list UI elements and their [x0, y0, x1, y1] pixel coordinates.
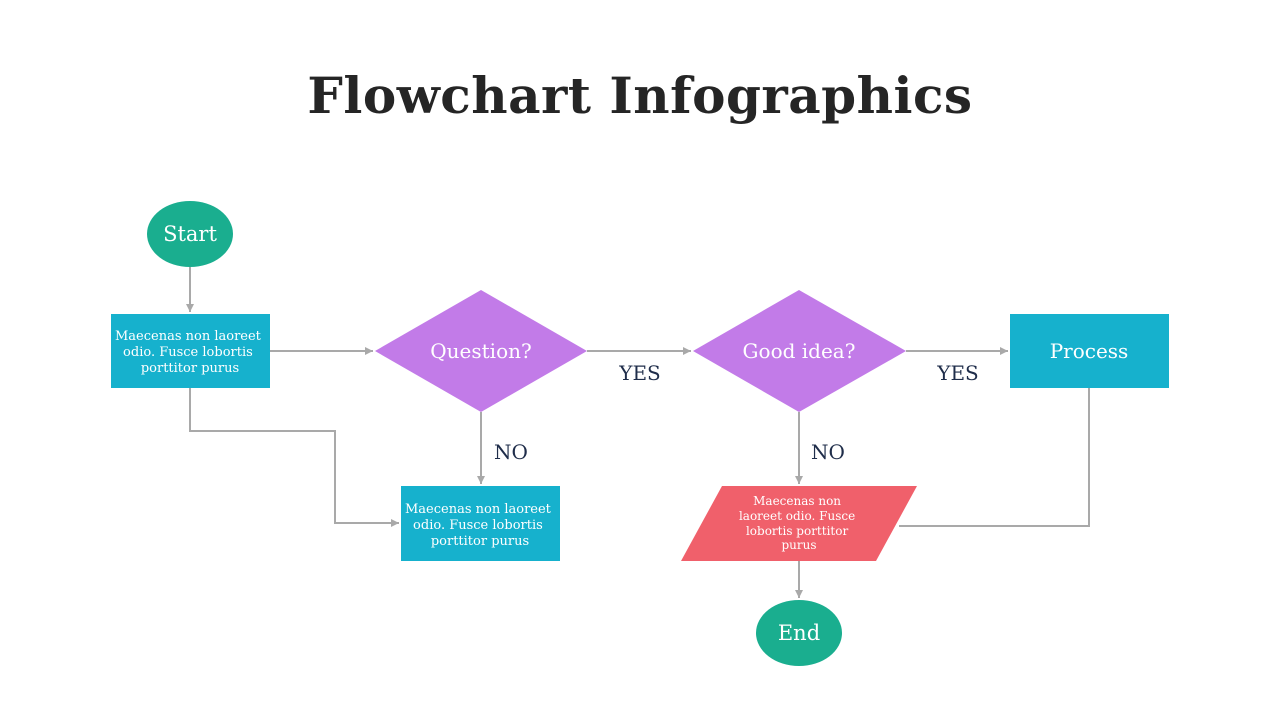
question-label: Question?	[430, 339, 531, 363]
io-parallelogram	[681, 486, 917, 561]
good-idea-yes-label: YES	[936, 361, 979, 385]
step1-text: Maecenas non laoreet odio. Fusce loborti…	[115, 329, 265, 376]
question-no-label: NO	[494, 440, 528, 464]
step2-node: Maecenas non laoreet odio. Fusce loborti…	[401, 486, 560, 561]
question-diamond	[375, 290, 587, 412]
io-text: Maecenas non laoreet odio. Fusce loborti…	[739, 494, 859, 552]
step1-line: odio. Fusce lobortis	[123, 345, 253, 360]
io-line: lobortis porttitor	[746, 524, 849, 538]
io-line: Maecenas non	[753, 494, 841, 508]
process-box	[1010, 314, 1169, 388]
good-idea-node: Good idea?	[693, 290, 906, 412]
step1-line: porttitor purus	[141, 361, 239, 376]
end-ellipse	[756, 600, 842, 666]
step1-node: Maecenas non laoreet odio. Fusce loborti…	[111, 314, 270, 388]
step1-line: Maecenas non laoreet	[115, 329, 262, 344]
good-idea-label: Good idea?	[743, 339, 856, 363]
start-node: Start	[147, 201, 233, 267]
connector-process-to-io	[899, 388, 1090, 527]
good-idea-no-label: NO	[811, 440, 845, 464]
step2-line: porttitor purus	[431, 534, 529, 549]
process-node: Process	[1010, 314, 1169, 388]
page-title: Flowchart Infographics	[307, 66, 973, 125]
step2-line: odio. Fusce lobortis	[413, 518, 543, 533]
end-label: End	[778, 621, 820, 645]
step2-line: Maecenas non laoreet	[405, 502, 552, 517]
end-node: End	[756, 600, 842, 666]
io-line: purus	[781, 538, 816, 552]
connectors	[186, 267, 1090, 598]
start-ellipse	[147, 201, 233, 267]
connector-step1-to-step2	[189, 388, 399, 527]
step1-box	[111, 314, 270, 388]
process-label: Process	[1050, 339, 1129, 363]
step2-box	[401, 486, 560, 561]
start-label: Start	[163, 222, 217, 246]
step2-text: Maecenas non laoreet odio. Fusce loborti…	[405, 502, 555, 549]
io-line: laoreet odio. Fusce	[739, 509, 855, 523]
good-idea-diamond	[693, 290, 906, 412]
io-node: Maecenas non laoreet odio. Fusce loborti…	[681, 486, 917, 561]
question-node: Question?	[375, 290, 587, 412]
question-yes-label: YES	[618, 361, 661, 385]
